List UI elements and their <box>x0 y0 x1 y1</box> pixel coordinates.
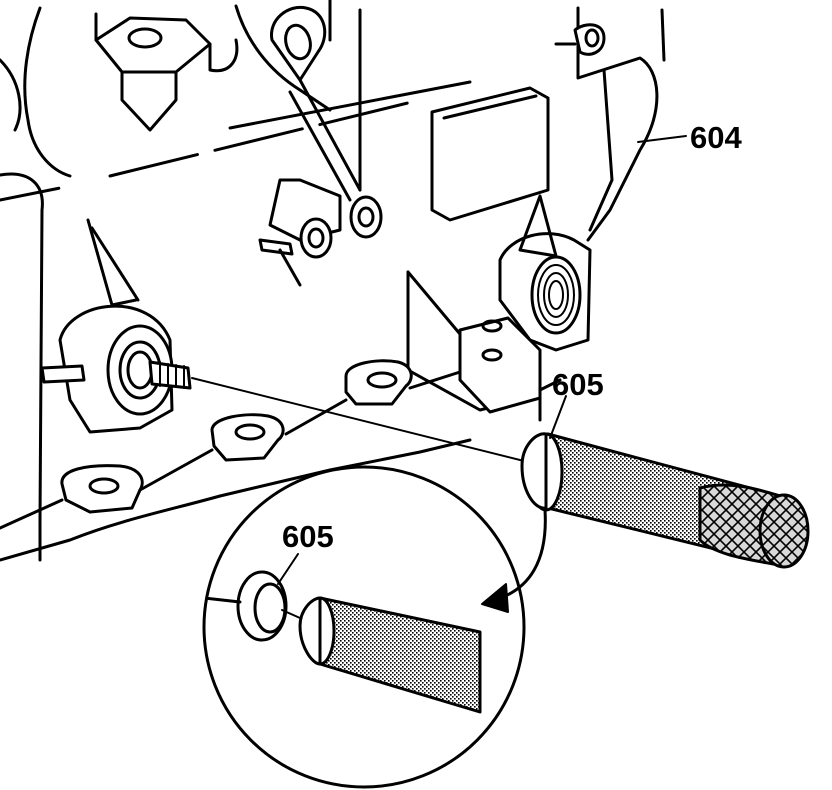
tool-605-installer <box>520 432 810 569</box>
callout-605-detail-label: 605 <box>282 519 334 554</box>
callout-604: 604 <box>637 120 742 155</box>
callout-605-main: 605 <box>549 367 604 439</box>
callout-604-label: 604 <box>690 120 742 155</box>
callout-605-main-label: 605 <box>552 367 604 402</box>
transmission-case <box>0 0 666 562</box>
callout-605-detail: 605 <box>277 519 334 585</box>
detail-view-circle <box>202 465 526 789</box>
detail-arrow <box>481 508 547 613</box>
